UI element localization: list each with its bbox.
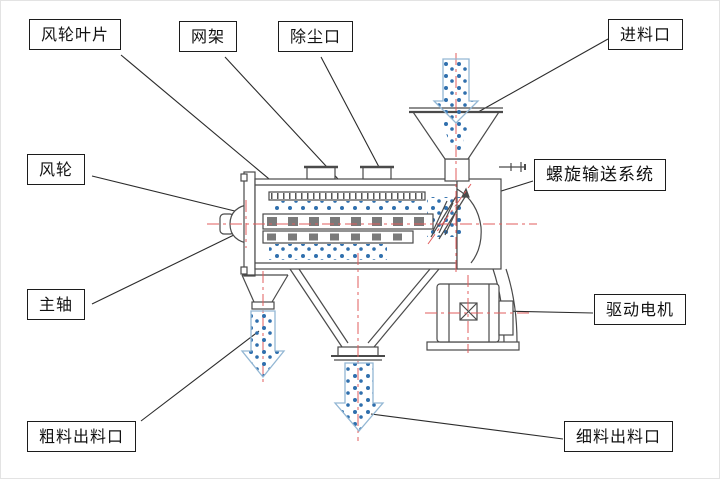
fine-flow-arrow (333, 362, 385, 432)
label-coarse-outlet: 粗料出料口 (27, 421, 137, 453)
fine-discharge-cone (289, 268, 440, 361)
leader-dust-port (320, 56, 380, 168)
top-vent (306, 166, 336, 180)
screw-conveyor-part (430, 187, 470, 240)
machine-internals (241, 187, 520, 361)
leader-wind-wheel-blade (120, 54, 294, 200)
coarse-flow-arrow (240, 310, 286, 379)
label-screw-conveyor: 螺旋输送系统 (534, 159, 666, 192)
label-feed-inlet: 进料口 (608, 19, 684, 51)
label-dust-port: 除尘口 (278, 21, 354, 53)
leader-fine-outlet (370, 413, 564, 440)
label-fine-outlet: 细料出料口 (564, 421, 674, 453)
label-wind-wheel: 风轮 (27, 154, 86, 186)
drive-motor-part (426, 283, 520, 351)
leader-wind-wheel (91, 175, 252, 216)
flow-arrows (240, 58, 480, 432)
mesh-frame-part (268, 191, 426, 201)
leader-feed-inlet (470, 38, 609, 117)
motor-base (426, 341, 520, 351)
label-drive-motor: 驱动电机 (594, 294, 687, 326)
label-mesh-frame: 网架 (179, 21, 238, 53)
label-wind-wheel-blade: 风轮叶片 (29, 19, 122, 51)
label-main-shaft: 主轴 (27, 289, 86, 321)
leader-coarse-outlet (140, 330, 260, 422)
feed-duct (444, 158, 470, 182)
coarse-discharge-cone (241, 274, 289, 310)
leader-main-shaft (91, 232, 239, 305)
feed-flow-arrow (432, 58, 480, 124)
wind-wheel-blades-part (262, 213, 434, 230)
dust-port-nozzle (362, 166, 392, 180)
